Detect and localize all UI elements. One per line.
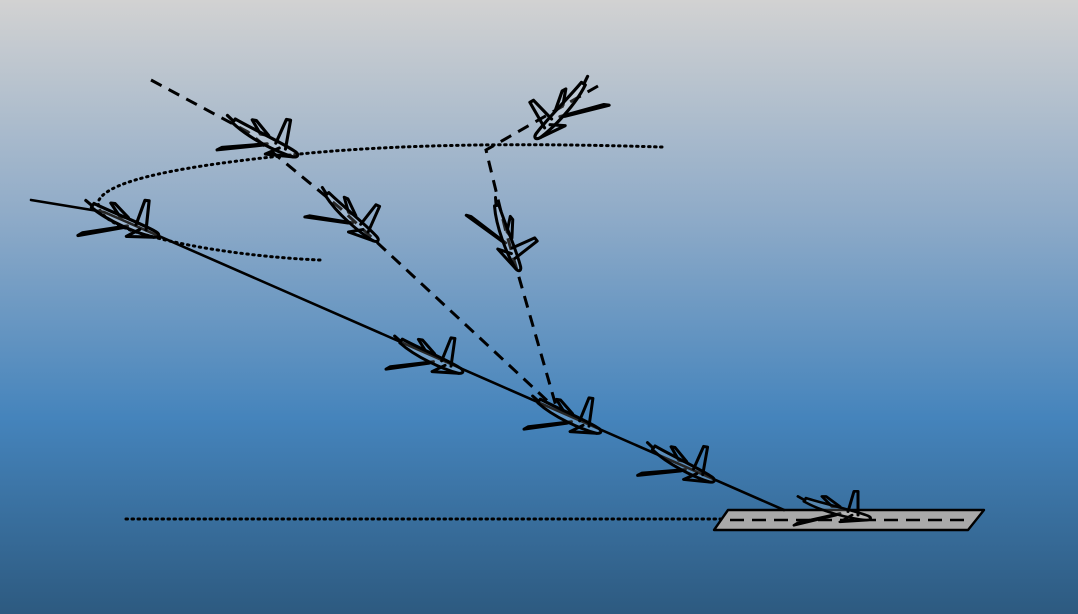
circling-path: [96, 143, 664, 262]
go-around-path-2: [484, 84, 599, 407]
go-around-path: [150, 78, 555, 408]
